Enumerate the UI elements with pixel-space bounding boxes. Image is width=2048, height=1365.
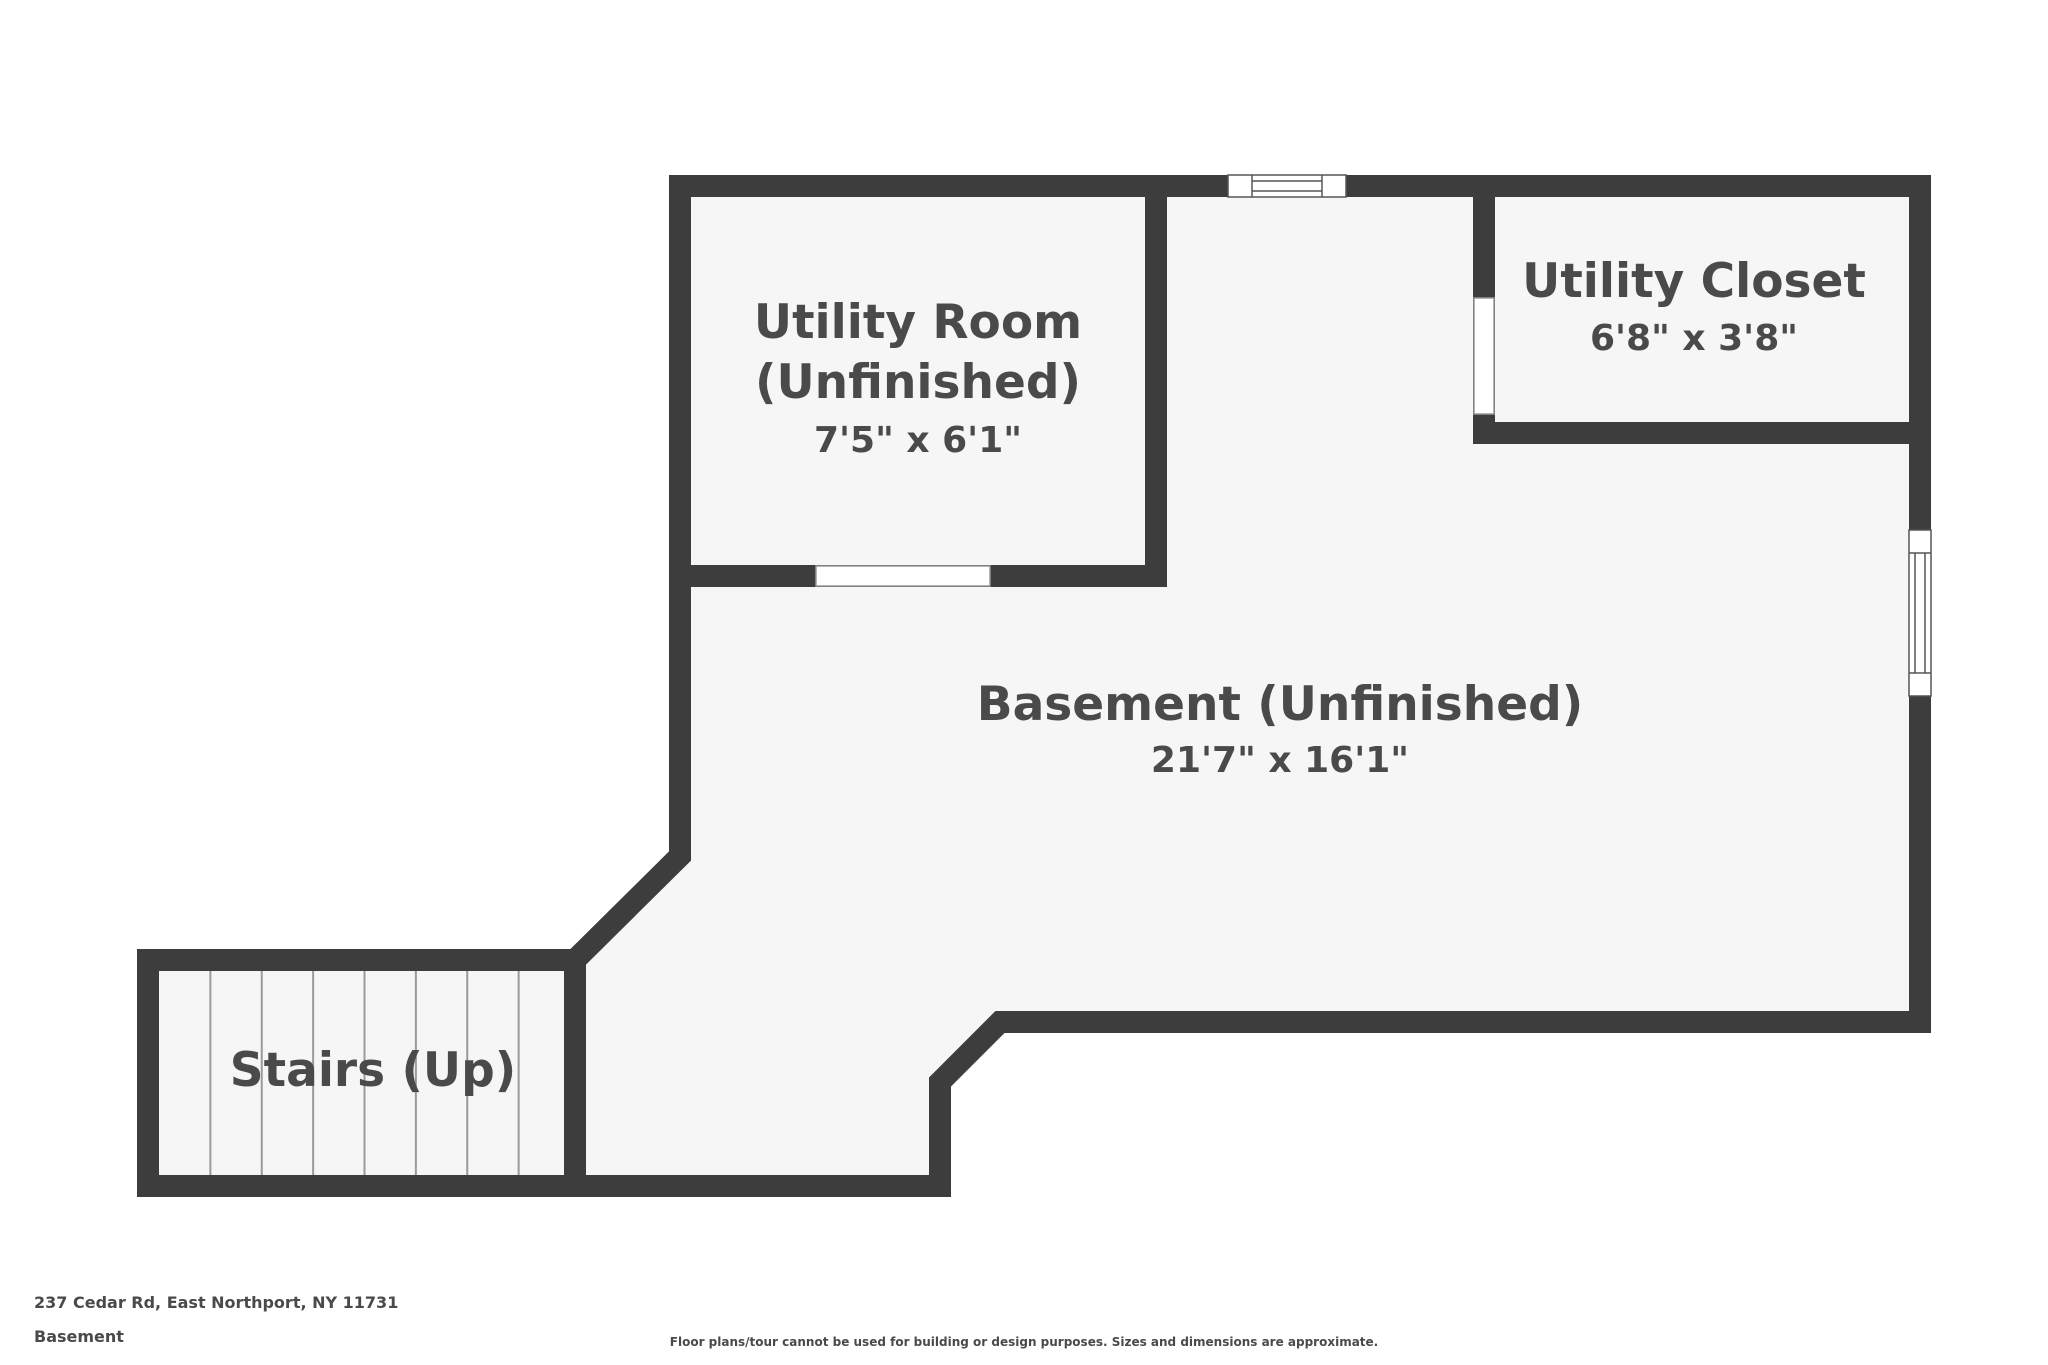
property-address: 237 Cedar Rd, East Northport, NY 11731 [34,1293,399,1312]
room-labels: Utility Room (Unfinished) 7'5" x 6'1" Ut… [230,254,1866,1098]
utility-room-name-line2: (Unfinished) [755,355,1081,410]
utility-closet-wall [1473,186,1920,444]
utility-room-name-line1: Utility Room [754,295,1082,350]
floor-level-label: Basement [34,1327,124,1346]
utility-room-doorway [815,565,991,587]
utility-room-dimensions: 7'5" x 6'1" [814,420,1022,461]
disclaimer-text: Floor plans/tour cannot be used for buil… [669,1335,1379,1349]
openings [815,297,1495,587]
stair-treads [209,971,520,1175]
top-window [1227,174,1347,198]
basement-dimensions: 21'7" x 16'1" [1151,740,1409,781]
utility-closet-dimensions: 6'8" x 3'8" [1590,318,1798,359]
windows [1227,174,1932,697]
right-window [1908,529,1932,697]
stairs-floor [148,960,578,1186]
utility-closet-name: Utility Closet [1522,254,1866,309]
stairs-name: Stairs (Up) [230,1043,516,1098]
stairs-outline-wall [137,949,575,1197]
closet-doorway [1473,297,1495,415]
basement-name: Basement (Unfinished) [977,677,1583,732]
